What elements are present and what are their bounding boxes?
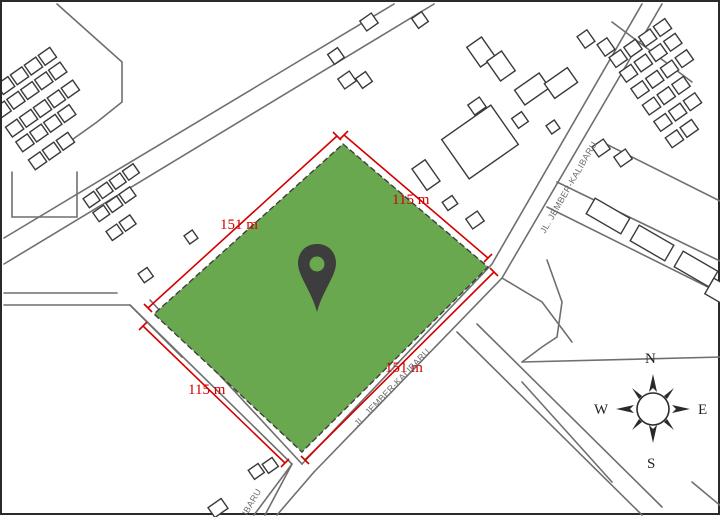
building-cluster-left-mid: [82, 162, 141, 242]
dimension-label-top-right: 115 m: [392, 192, 430, 208]
compass-north-label: N: [645, 351, 656, 367]
dimension-lines: [138, 130, 499, 468]
compass-east-label: E: [698, 402, 707, 418]
compass-west-label: W: [594, 402, 609, 418]
compass-icon: [616, 374, 690, 443]
street-label-upper: JL. JEMBER-KALIBARU: [538, 140, 599, 235]
dimension-label-bottom-right: 151 m: [385, 360, 423, 376]
compass-rose: N S W E: [594, 351, 707, 472]
street-label-bottom-fragment: IBARU: [240, 487, 263, 517]
dimension-label-top-left: 151 m: [220, 217, 258, 233]
building-cluster-top-left: [2, 46, 81, 171]
building-footprints: [2, 10, 720, 517]
dimension-label-bottom-left: 115 m: [188, 382, 226, 398]
compass-south-label: S: [647, 456, 655, 472]
location-pin-icon[interactable]: [298, 244, 336, 312]
building-cluster-right: [608, 17, 703, 149]
